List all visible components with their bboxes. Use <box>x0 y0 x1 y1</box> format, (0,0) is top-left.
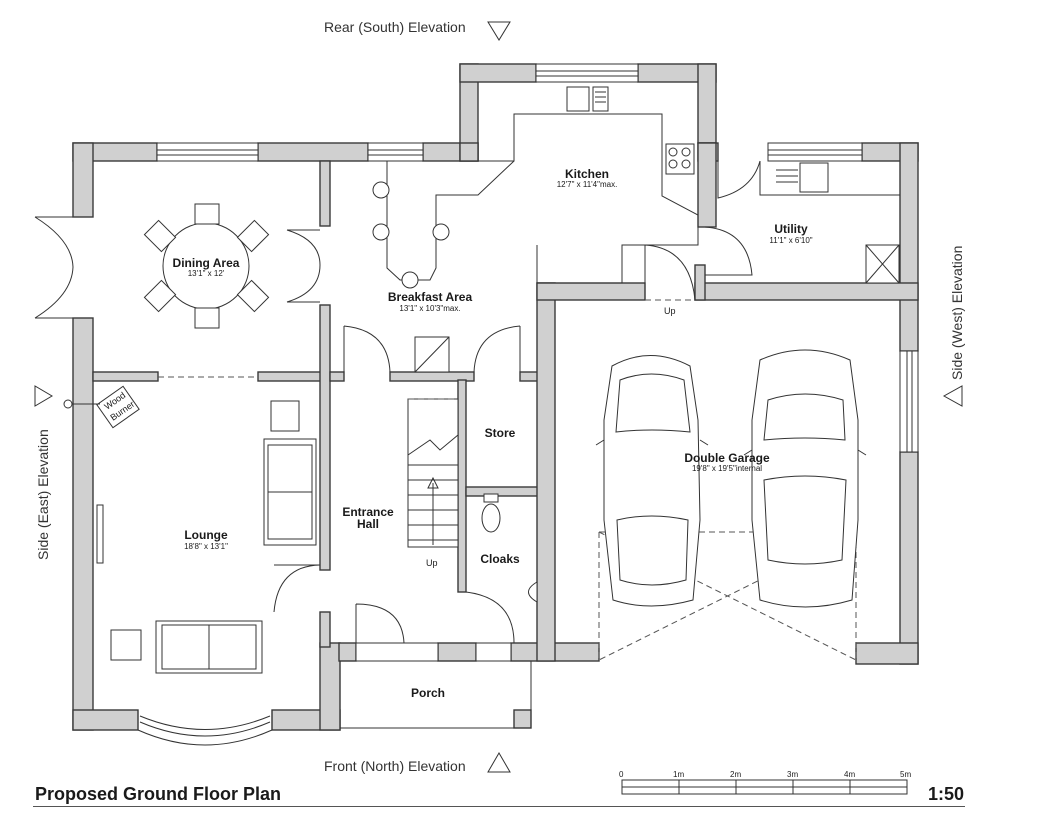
scale-label: 1:50 <box>927 784 964 804</box>
utility-sink-icon <box>799 162 829 193</box>
utility-units <box>759 161 900 196</box>
dining-dims: 13'1" x 12' <box>188 269 225 278</box>
bar-stools <box>372 181 450 289</box>
scale-tick-1: 1m <box>673 770 684 779</box>
front-elevation-label: Front (North) Elevation <box>324 758 466 774</box>
east-elevation-label: Side (East) Elevation <box>35 429 51 560</box>
plan-title: Proposed Ground Floor Plan <box>35 784 282 804</box>
store-label: Store <box>485 426 516 440</box>
sofa-front <box>155 620 263 674</box>
scale-tick-4: 4m <box>844 770 855 779</box>
stairs-up-label: Up <box>426 558 438 568</box>
scale-tick-5: 5m <box>900 770 911 779</box>
staircase <box>407 398 459 548</box>
lounge-label: Lounge <box>184 528 228 542</box>
utility-door-swing <box>704 226 753 276</box>
sink-icon <box>566 86 590 112</box>
east-french-doors <box>34 216 74 319</box>
porch-label: Porch <box>411 686 445 700</box>
dining-label: Dining Area <box>173 256 240 270</box>
entrance-hall-label-2: Hall <box>357 517 379 531</box>
entrance-hall-label-1: Entrance <box>342 505 394 519</box>
scale-tick-2: 2m <box>730 770 741 779</box>
armchair <box>270 400 300 432</box>
kitchen-dims: 12'7" x 11'4"max. <box>557 180 618 189</box>
sofa-side <box>263 438 317 546</box>
porch-outline <box>339 660 532 729</box>
utility-dims: 11'1" x 6'10" <box>769 236 812 245</box>
garage-door-swing <box>644 244 696 301</box>
car-right <box>743 349 867 608</box>
dining-table <box>143 203 270 329</box>
side-table <box>110 629 142 661</box>
radiator <box>96 504 104 564</box>
garage-label: Double Garage <box>684 451 770 465</box>
basin-icon <box>528 581 538 603</box>
scale-bar: 0 1m 2m 3m 4m 5m <box>619 770 911 795</box>
lounge-door-swing <box>273 564 321 613</box>
windows <box>156 63 919 662</box>
lounge-dims: 18'8" x 13'1" <box>184 542 228 551</box>
cloaks-label: Cloaks <box>480 552 520 566</box>
breakfast-dims: 13'1" x 10'3"max. <box>399 304 460 313</box>
kitchen-units <box>478 113 699 284</box>
hall-door-swing-left <box>343 325 391 373</box>
garage-dims: 19'8" x 19'5"internal <box>692 464 762 473</box>
rear-elevation-arrow-icon <box>487 21 511 41</box>
hall-door-swing-right <box>473 325 521 373</box>
step-up-label: Up <box>664 306 676 316</box>
west-elevation-arrow-icon <box>942 385 963 407</box>
scale-tick-0: 0 <box>619 770 624 779</box>
cloaks-door-swing <box>465 591 515 644</box>
car-left <box>595 355 709 607</box>
front-door-swing <box>355 603 405 644</box>
walls <box>72 63 919 731</box>
toilet-icon <box>481 493 501 533</box>
wood-burner-icon <box>96 385 140 429</box>
front-elevation-arrow-icon <box>487 752 511 773</box>
kitchen-label: Kitchen <box>565 167 609 181</box>
scale-tick-3: 3m <box>787 770 798 779</box>
rear-elevation-label: Rear (South) Elevation <box>324 19 466 35</box>
utility-back-door-swing <box>717 160 761 199</box>
dining-door-swing <box>286 229 321 303</box>
west-elevation-label: Side (West) Elevation <box>949 246 965 380</box>
breakfast-label: Breakfast Area <box>388 290 473 304</box>
title-underline <box>33 806 965 807</box>
bay-window <box>137 710 273 746</box>
east-elevation-arrow-icon <box>34 385 53 407</box>
utility-label: Utility <box>774 222 808 236</box>
